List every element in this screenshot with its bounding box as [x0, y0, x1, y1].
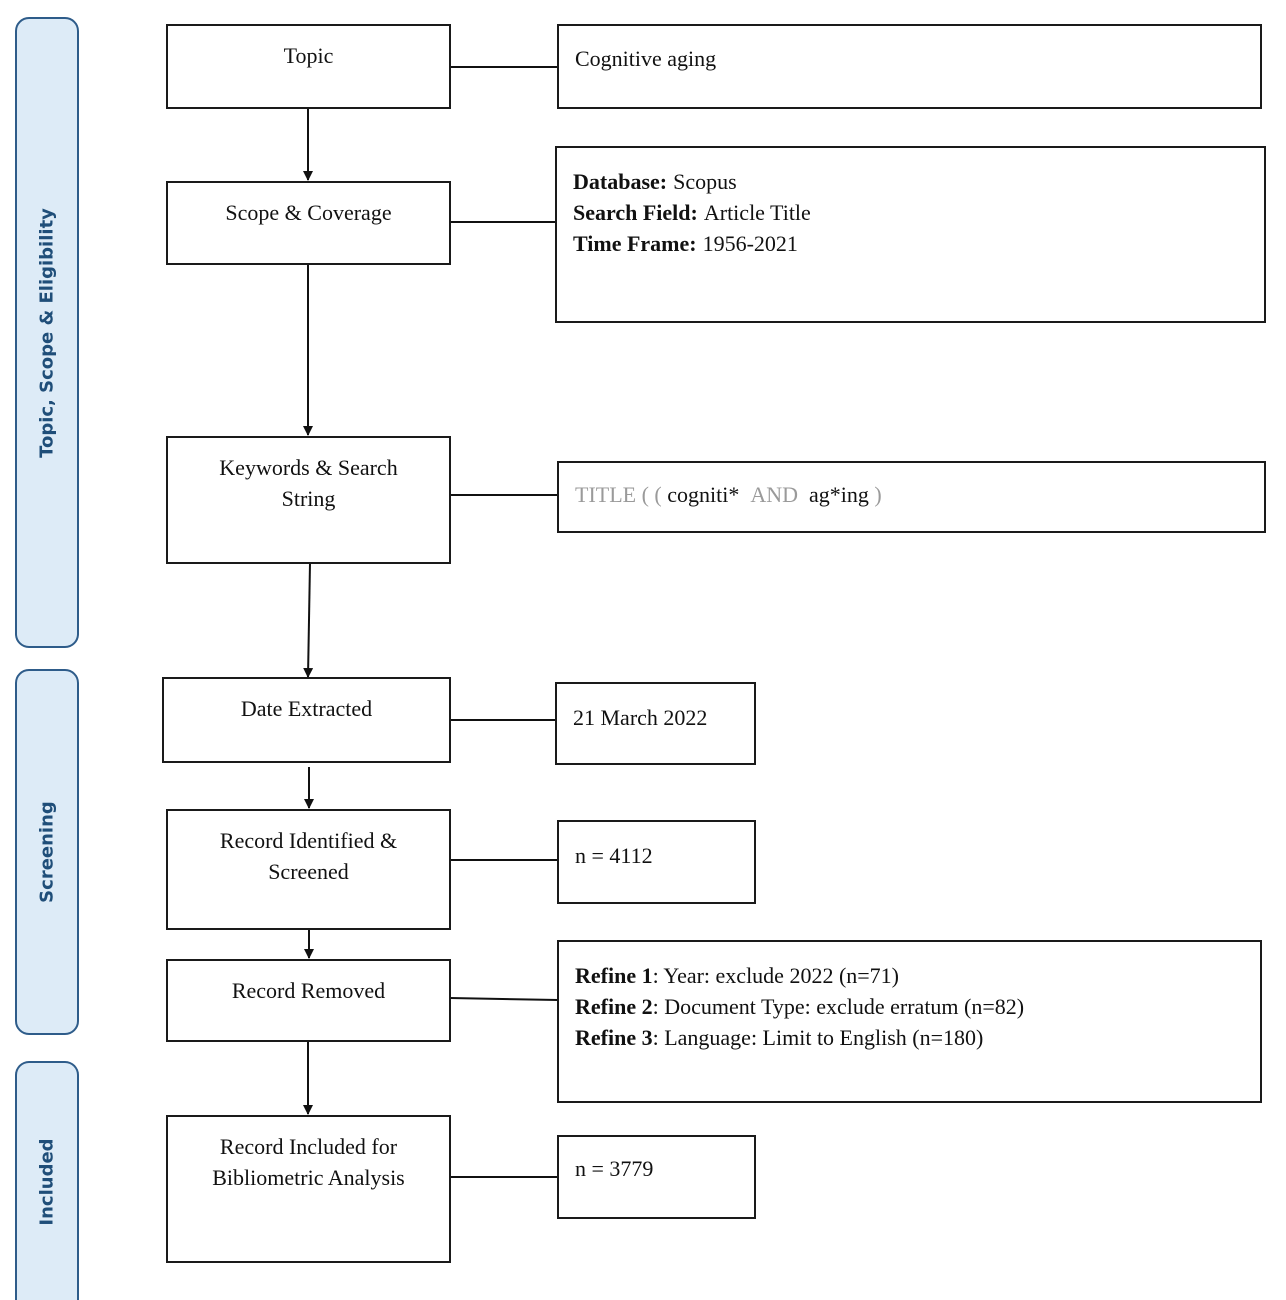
- step-record-identified: Record Identified & Screened: [166, 809, 451, 930]
- step-keywords-line-1: Keywords & Search: [219, 455, 398, 480]
- scope-label-search-field: Search Field:: [573, 200, 698, 225]
- scope-row-database: Database:Scopus: [573, 166, 1248, 197]
- refine-label-3: Refine 3: [575, 1025, 653, 1050]
- detail-topic: Cognitive aging: [557, 24, 1262, 109]
- search-string: TITLE ( ( cogniti* AND ag*ing ): [575, 479, 1248, 510]
- step-date-label: Date Extracted: [240, 696, 373, 721]
- detail-date: 21 March 2022: [555, 682, 756, 765]
- arrow-keywords-to-date: [303, 562, 314, 678]
- step-removed-label: Record Removed: [231, 978, 386, 1003]
- refine-label-1: Refine 1: [575, 963, 653, 988]
- search-operator: AND: [750, 482, 799, 507]
- scope-label-database: Database:: [573, 169, 668, 194]
- step-scope-label: Scope & Coverage: [225, 200, 392, 225]
- refine-label-2: Refine 2: [575, 994, 653, 1019]
- date-value: 21 March 2022: [573, 705, 708, 730]
- step-record-included: Record Included for Bibliometric Analysi…: [166, 1115, 451, 1263]
- refine-text-2: : Document Type: exclude erratum (n=82): [652, 994, 1025, 1019]
- phase-topic-scope-eligibility: Topic, Scope & Eligibility: [15, 17, 79, 648]
- scope-row-time-frame: Time Frame:1956-2021: [573, 228, 1248, 259]
- identified-count: n = 4112: [575, 843, 653, 868]
- scope-value-time-frame: 1956-2021: [702, 231, 798, 256]
- refine-row-1: Refine 1: Year: exclude 2022 (n=71): [575, 960, 1244, 991]
- scope-label-time-frame: Time Frame:: [573, 231, 697, 256]
- included-count: n = 3779: [575, 1156, 654, 1181]
- step-date-extracted: Date Extracted: [162, 677, 451, 763]
- link-removed: [449, 997, 559, 1001]
- search-term-2: ag*ing: [809, 482, 869, 507]
- step-topic: Topic: [166, 24, 451, 109]
- scope-value-search-field: Article Title: [703, 200, 811, 225]
- step-keywords-search-string: Keywords & Search String: [166, 436, 451, 564]
- search-term-1: cogniti*: [667, 482, 740, 507]
- step-scope-coverage: Scope & Coverage: [166, 181, 451, 265]
- step-included-line-1: Record Included for: [219, 1134, 398, 1159]
- search-prefix: TITLE: [575, 482, 637, 507]
- scope-row-search-field: Search Field:Article Title: [573, 197, 1248, 228]
- step-record-removed: Record Removed: [166, 959, 451, 1042]
- step-identified-line-1: Record Identified &: [219, 828, 398, 853]
- refine-text-1: : Year: exclude 2022 (n=71): [652, 963, 900, 988]
- detail-refinements: Refine 1: Year: exclude 2022 (n=71) Refi…: [557, 940, 1262, 1103]
- search-open-paren: ( (: [641, 482, 662, 507]
- step-identified-line-2: Screened: [268, 859, 349, 884]
- detail-search-string: TITLE ( ( cogniti* AND ag*ing ): [557, 461, 1266, 533]
- step-included-line-2: Bibliometric Analysis: [212, 1165, 405, 1190]
- scope-value-database: Scopus: [673, 169, 737, 194]
- detail-identified-count: n = 4112: [557, 820, 756, 904]
- phase-screening: Screening: [15, 669, 79, 1035]
- detail-scope: Database:Scopus Search Field:Article Tit…: [555, 146, 1266, 323]
- search-close-paren: ): [874, 482, 882, 507]
- topic-value: Cognitive aging: [575, 46, 717, 71]
- refine-row-3: Refine 3: Language: Limit to English (n=…: [575, 1022, 1244, 1053]
- refine-row-2: Refine 2: Document Type: exclude erratum…: [575, 991, 1244, 1022]
- refine-text-3: : Language: Limit to English (n=180): [652, 1025, 984, 1050]
- detail-included-count: n = 3779: [557, 1135, 756, 1219]
- step-keywords-line-2: String: [281, 486, 336, 511]
- step-topic-label: Topic: [283, 43, 334, 68]
- phase-included: Included: [15, 1061, 79, 1300]
